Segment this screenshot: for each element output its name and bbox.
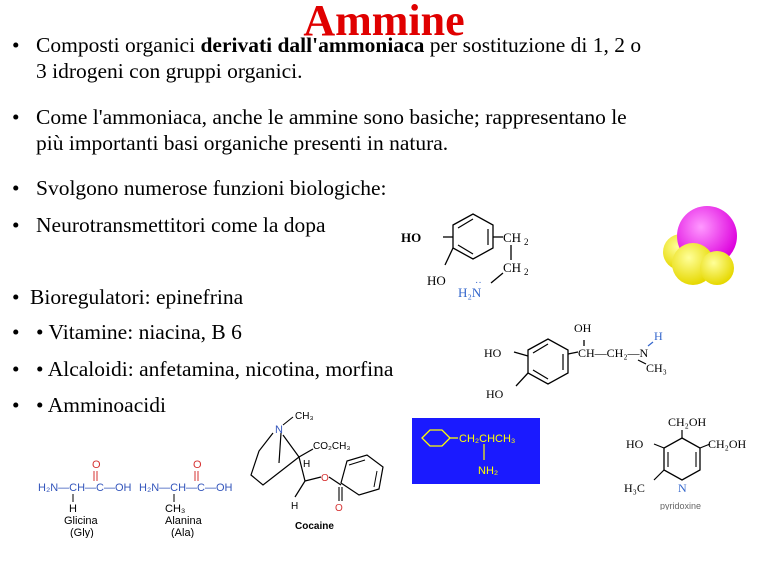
amphetamine-chain: CH₂CHCH₃ bbox=[459, 433, 515, 445]
bullet-dot: • bbox=[12, 357, 20, 381]
bullet-6-text: • Vitamine: niacina, B 6 bbox=[36, 320, 242, 344]
glycine-o: O bbox=[92, 459, 101, 471]
amphetamine-box: CH₂CHCH₃ NH₂ bbox=[412, 418, 540, 484]
bullet-1-text: Composti organici bbox=[36, 33, 201, 57]
bullet-dot: • bbox=[12, 393, 20, 417]
dopamine-lonepair: ·· bbox=[475, 277, 482, 288]
pyridoxine-ch2oh2: CH₂OH bbox=[708, 437, 747, 451]
slide-title: Ammine bbox=[303, 0, 465, 45]
glycine-structure: O H₂N—CH—C—OH H Glicina (Gly) bbox=[38, 459, 132, 538]
glycine-chain: H₂N—CH—C—OH bbox=[38, 482, 132, 494]
bullet-5-text: Bioregulatori: epinefrina bbox=[30, 285, 244, 309]
bullet-2-text: Come l'ammoniaca, anche le ammine sono b… bbox=[36, 105, 627, 129]
ammonia-model bbox=[663, 206, 737, 285]
glycine-h: H bbox=[69, 503, 77, 515]
bullet-dot: • bbox=[12, 105, 20, 129]
bullet-1-line2: 3 idrogeni con gruppi organici. bbox=[36, 59, 303, 83]
cocaine-structure: CH₃ N CO₂CH₃ H H O O Cocaine bbox=[250, 411, 384, 532]
alanine-chain: H₂N—CH—C—OH bbox=[139, 482, 233, 494]
bullet-1-bold: derivati dall'ammoniaca bbox=[200, 33, 425, 57]
epinephrine-chain: CH—CH₂—N bbox=[578, 346, 649, 360]
cocaine-h2: H bbox=[291, 501, 298, 512]
bullet-7-text: • Alcaloidi: anfetamina, nicotina, morfi… bbox=[36, 357, 394, 381]
alanine-abbr: (Ala) bbox=[171, 527, 194, 538]
hydrogen-atom bbox=[700, 251, 734, 285]
pyridoxine-ch2oh1: CH₂OH bbox=[668, 415, 707, 429]
epinephrine-oh: OH bbox=[574, 321, 592, 335]
pyridoxine-n: N bbox=[678, 481, 687, 495]
dopamine-ch2b: CH bbox=[503, 260, 521, 275]
dopamine-sub: 2 bbox=[524, 267, 529, 277]
bullet-8-text: • Amminoacidi bbox=[36, 393, 166, 417]
pyridoxine-name: pyridoxine bbox=[660, 501, 701, 510]
bullet-dot: • bbox=[12, 176, 20, 200]
alanine-structure: O H₂N—CH—C—OH CH₃ Alanina (Ala) bbox=[139, 459, 233, 538]
cocaine-o2: O bbox=[335, 503, 343, 514]
bullet-dot: • bbox=[12, 213, 20, 237]
bullet-3-text: Svolgono numerose funzioni biologiche: bbox=[36, 176, 387, 200]
dopamine-structure: HO HO CH 2 CH 2 H₂N ·· bbox=[385, 205, 545, 315]
epinephrine-h: H bbox=[654, 329, 663, 343]
epinephrine-ch3: CH₃ bbox=[646, 361, 667, 375]
amphetamine-nh2: NH₂ bbox=[478, 465, 498, 477]
dopamine-ho1: HO bbox=[401, 230, 421, 245]
dopamine-sub: 2 bbox=[524, 237, 529, 247]
amphetamine-structure: CH₂CHCH₃ NH₂ bbox=[421, 429, 515, 477]
alanine-o: O bbox=[193, 459, 202, 471]
glycine-abbr: (Gly) bbox=[70, 527, 94, 538]
bullet-dot: • bbox=[12, 320, 20, 344]
bullet-2-line2: più importanti basi organiche presenti i… bbox=[36, 131, 449, 155]
epinephrine-ho1: HO bbox=[484, 346, 502, 360]
pyridoxine-structure: CH₂OH HO CH₂OH H₃C N pyridoxine bbox=[618, 412, 758, 510]
alanine-name: Alanina bbox=[165, 515, 203, 527]
bullet-dot: • bbox=[12, 285, 20, 309]
bullet-1-text-end: per sostituzione di 1, 2 o bbox=[424, 33, 642, 57]
dopamine-nh2: H₂N bbox=[458, 285, 482, 300]
glycine-name: Glicina bbox=[64, 515, 99, 527]
cocaine-name: Cocaine bbox=[295, 521, 334, 532]
epinephrine-structure: OH HO HO CH—CH₂—N H CH₃ bbox=[478, 316, 678, 408]
pyridoxine-h3c: H₃C bbox=[624, 481, 645, 495]
bullet-dot: • bbox=[12, 33, 20, 57]
cocaine-co2ch3: CO₂CH₃ bbox=[313, 441, 350, 452]
pyridoxine-ho: HO bbox=[626, 437, 644, 451]
alanine-ch3: CH₃ bbox=[165, 503, 185, 515]
cocaine-ch3: CH₃ bbox=[295, 411, 314, 422]
cocaine-h1: H bbox=[303, 459, 310, 470]
dopamine-ho2: HO bbox=[427, 273, 446, 288]
bullet-4-text: Neurotransmettitori come la dopa bbox=[36, 213, 326, 237]
cocaine-o1: O bbox=[321, 473, 329, 484]
epinephrine-ho2: HO bbox=[486, 387, 504, 401]
dopamine-ch2a: CH bbox=[503, 230, 521, 245]
cocaine-n: N bbox=[275, 424, 283, 436]
